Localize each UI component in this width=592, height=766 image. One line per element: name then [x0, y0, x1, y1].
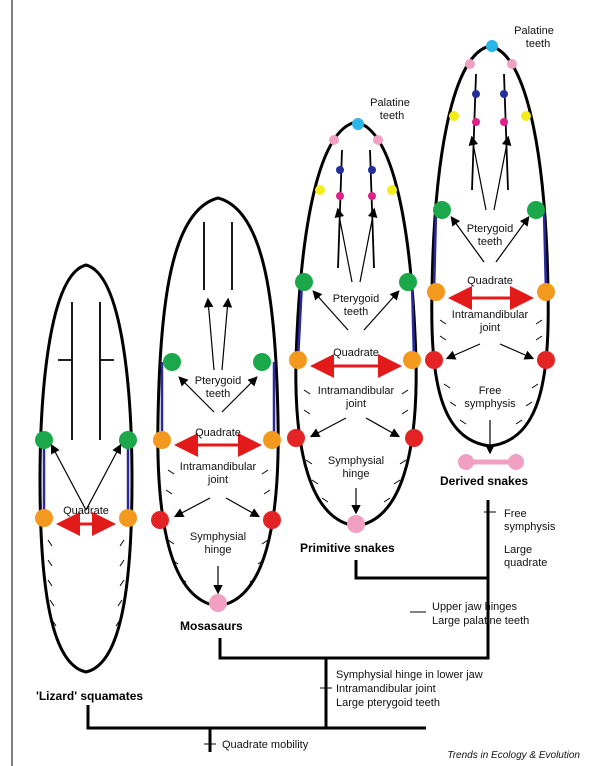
- mosa-intramandibular-joint-right: [263, 511, 281, 529]
- char-derived-1: Free: [504, 508, 527, 520]
- prim-quadrate-label: Quadrate: [333, 347, 379, 359]
- quadrate-joint-left: [35, 509, 53, 527]
- prim-symphysial-label-2: hinge: [343, 468, 370, 480]
- mosa-symphysial-label-1: Symphysial: [190, 531, 246, 543]
- char-mosa-snakes-3: Large pterygoid teeth: [336, 697, 440, 709]
- prim-intramandibular-label-2: joint: [345, 398, 366, 410]
- prim-pink-r: [373, 135, 383, 145]
- group-lizard-label: 'Lizard' squamates: [36, 689, 143, 703]
- der-magenta-l: [472, 118, 480, 126]
- mosa-pterygoid-label-2: teeth: [206, 388, 230, 400]
- mosasaur-skull: Pterygoid teeth Quadrate Intramandibular…: [151, 198, 281, 612]
- der-pink-l: [465, 59, 475, 69]
- group-mosasaurs-label: Mosasaurs: [180, 619, 243, 633]
- prim-palatine-label-2: teeth: [380, 110, 404, 122]
- char-derived-2: symphysis: [504, 521, 556, 533]
- prim-green-joint-right: [399, 273, 417, 291]
- der-quadrate-label: Quadrate: [467, 275, 513, 287]
- der-free-label-2: symphysis: [464, 398, 516, 410]
- der-free-label-1: Free: [479, 385, 502, 397]
- der-intramandibular-right: [537, 351, 555, 369]
- char-mosa-snakes-1: Symphysial hinge in lower jaw: [336, 669, 483, 681]
- der-intramandibular-label-2: joint: [479, 322, 500, 334]
- prim-intramandibular-right: [405, 429, 423, 447]
- mosa-pterygoid-label-1: Pterygoid: [195, 375, 241, 387]
- der-green-joint-left: [433, 201, 451, 219]
- der-intramandibular-label-1: Intramandibular: [452, 309, 529, 321]
- prim-yellow-l: [315, 185, 325, 195]
- prim-yellow-r: [387, 185, 397, 195]
- prim-intramandibular-left: [287, 429, 305, 447]
- prim-intramandibular-label-1: Intramandibular: [318, 385, 395, 397]
- group-primitive-label: Primitive snakes: [300, 541, 395, 555]
- prim-green-joint-left: [295, 273, 313, 291]
- mosa-quadrate-joint-left: [153, 431, 171, 449]
- der-pink-r: [507, 59, 517, 69]
- mosa-symphysial-label-2: hinge: [205, 544, 232, 556]
- der-magenta-r: [500, 118, 508, 126]
- char-snakes-2: Large palatine teeth: [432, 615, 529, 627]
- prim-navy-r: [368, 166, 376, 174]
- der-symphysis-right: [508, 454, 524, 470]
- der-symphysis-left: [458, 454, 474, 470]
- der-yellow-l: [449, 111, 459, 121]
- der-quadrate-joint-left: [427, 283, 445, 301]
- char-mosa-snakes-2: Intramandibular joint: [336, 683, 436, 695]
- lizard-skull: Quadrate: [35, 265, 137, 672]
- mosa-symphysial-hinge: [209, 594, 227, 612]
- prim-quadrate-joint-right: [403, 351, 421, 369]
- quadrate-dorsal-joint-left: [35, 431, 53, 449]
- prim-pterygoid-label-2: teeth: [344, 306, 368, 318]
- der-navy-r: [500, 90, 508, 98]
- prim-palatine-cyan: [352, 118, 364, 130]
- mosa-green-joint-right: [253, 353, 271, 371]
- char-snakes-1: Upper jaw hinges: [432, 601, 517, 613]
- der-yellow-r: [521, 111, 531, 121]
- der-quadrate-joint-right: [537, 283, 555, 301]
- prim-navy-l: [336, 166, 344, 174]
- prim-pink-l: [329, 135, 339, 145]
- prim-magenta-l: [336, 192, 344, 200]
- prim-quadrate-joint-left: [289, 351, 307, 369]
- prim-symphysial-label-1: Symphysial: [328, 455, 384, 467]
- char-derived-4: quadrate: [504, 557, 547, 569]
- mosa-quadrate-joint-right: [263, 431, 281, 449]
- der-intramandibular-left: [425, 351, 443, 369]
- prim-palatine-label-1: Palatine: [370, 97, 410, 109]
- der-palatine-label-1: Palatine: [514, 25, 554, 37]
- der-palatine-label-2: teeth: [526, 38, 550, 50]
- lizard-quadrate-label: Quadrate: [63, 505, 109, 517]
- mosa-green-joint-left: [163, 353, 181, 371]
- char-root: Quadrate mobility: [222, 739, 309, 751]
- mosa-quadrate-label: Quadrate: [195, 427, 241, 439]
- primitive-snake-skull: Palatine teeth Pterygoid teeth Quadrate …: [287, 97, 423, 533]
- der-pterygoid-label-1: Pterygoid: [467, 223, 513, 235]
- prim-pterygoid-label-1: Pterygoid: [333, 293, 379, 305]
- quadrate-dorsal-joint-right: [119, 431, 137, 449]
- source-credit: Trends in Ecology & Evolution: [447, 750, 580, 761]
- derived-snake-skull: Palatine teeth Pterygoid teeth Quadrate …: [425, 25, 555, 470]
- mosa-intramandibular-label-1: Intramandibular: [180, 461, 257, 473]
- quadrate-joint-right: [119, 509, 137, 527]
- prim-magenta-r: [368, 192, 376, 200]
- mosa-intramandibular-label-2: joint: [207, 474, 228, 486]
- der-navy-l: [472, 90, 480, 98]
- der-green-joint-right: [527, 201, 545, 219]
- der-pterygoid-label-2: teeth: [478, 236, 502, 248]
- group-derived-label: Derived snakes: [440, 474, 528, 488]
- char-derived-3: Large: [504, 544, 532, 556]
- mosa-intramandibular-joint-left: [151, 511, 169, 529]
- der-palatine-cyan: [486, 40, 498, 52]
- prim-symphysial-hinge: [347, 515, 365, 533]
